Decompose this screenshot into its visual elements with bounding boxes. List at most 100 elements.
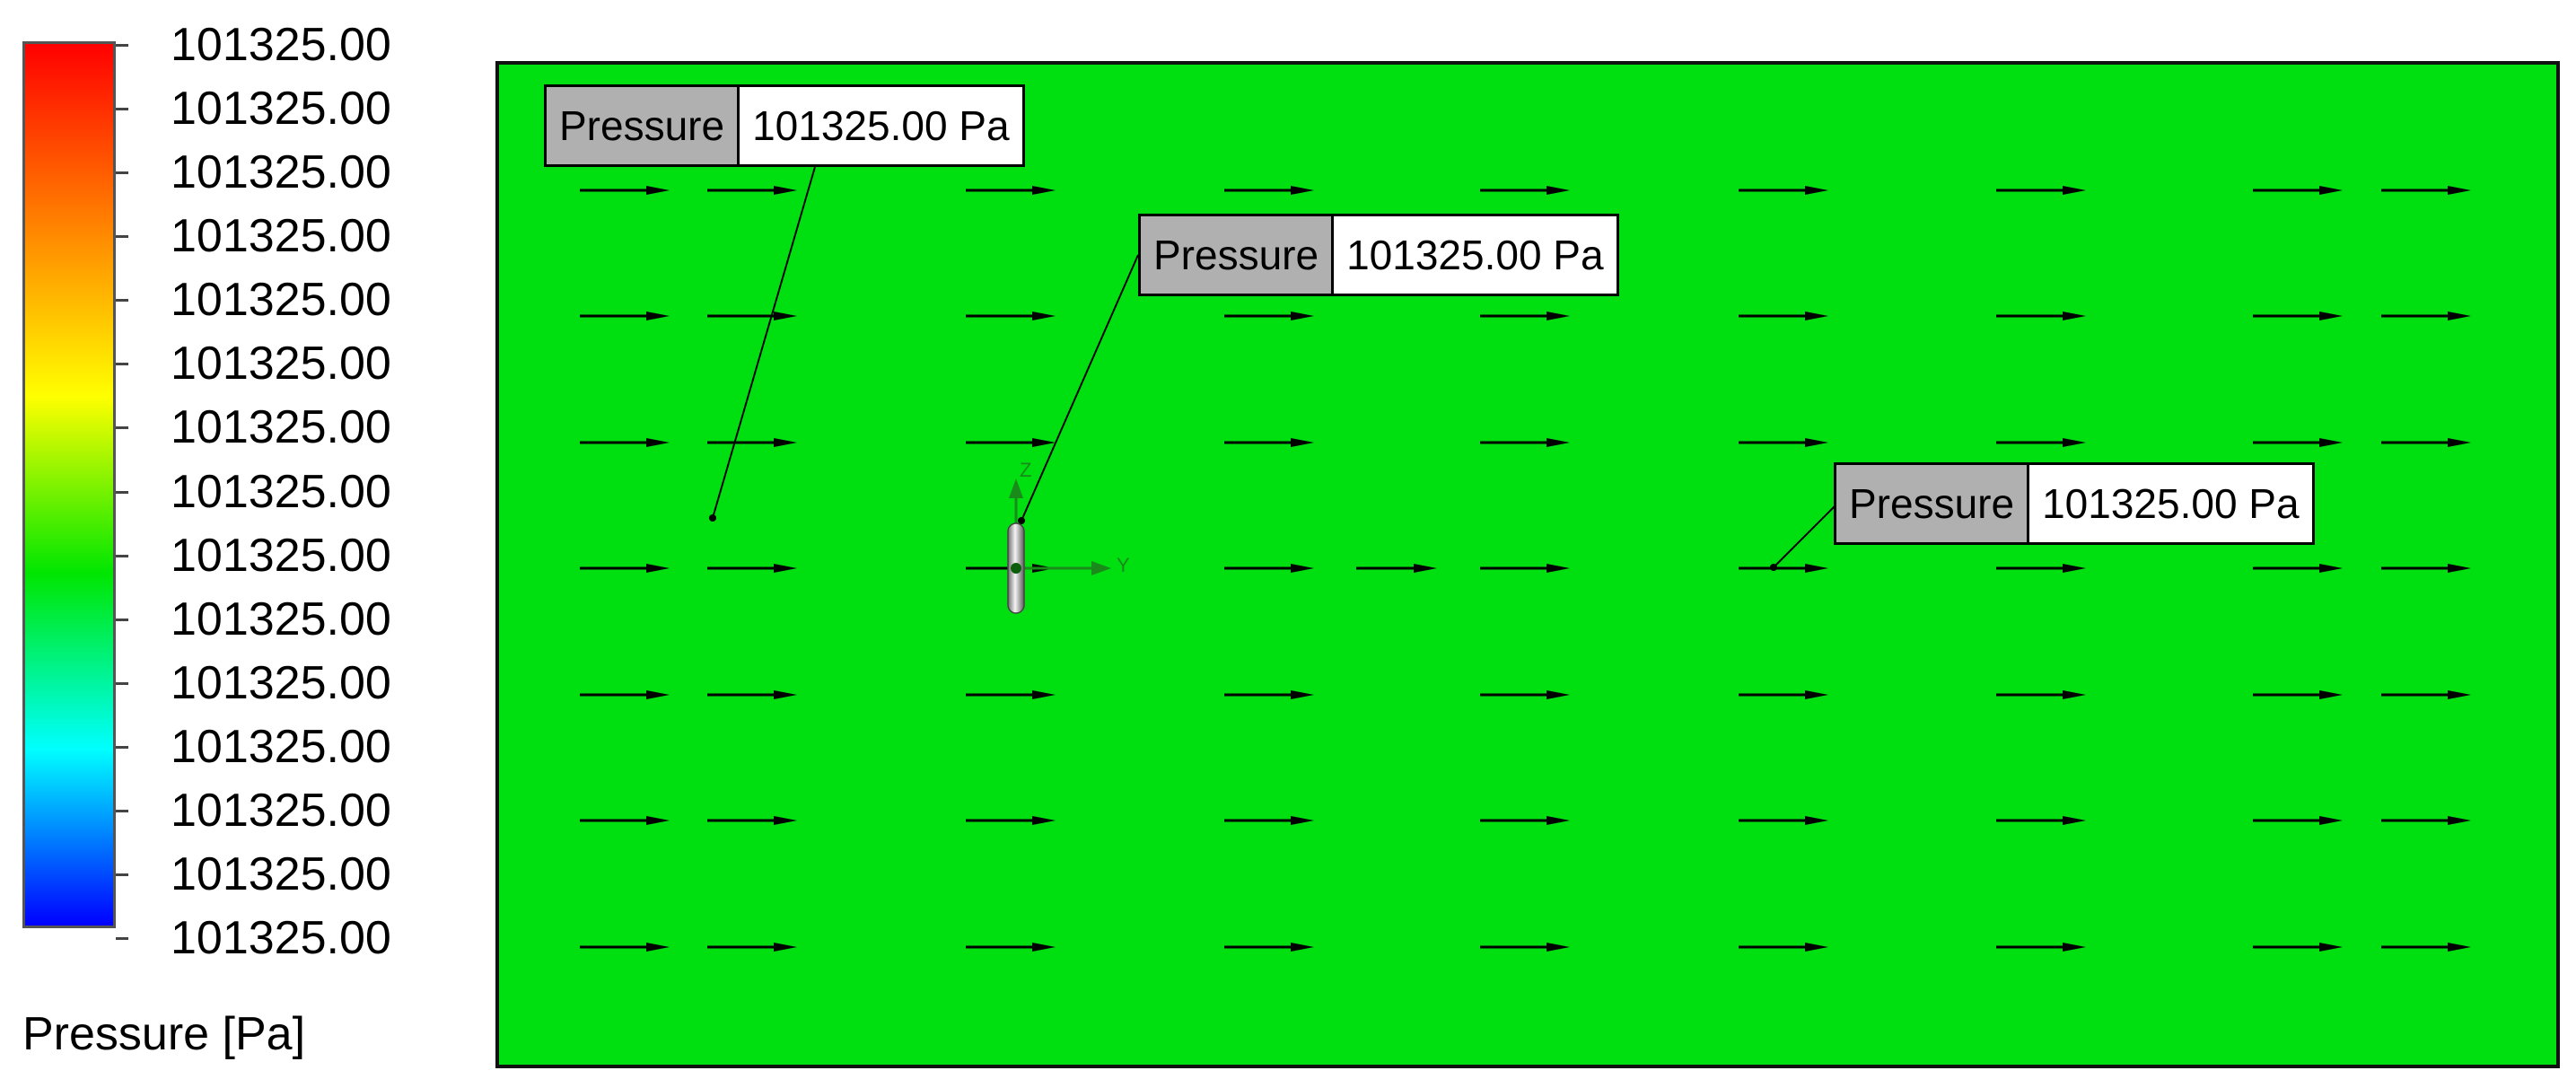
probe-leader-line	[712, 166, 816, 519]
velocity-vector	[1480, 186, 1570, 195]
velocity-vector	[2381, 816, 2471, 825]
velocity-vector	[707, 816, 797, 825]
probe-name: Pressure	[1836, 465, 2030, 542]
legend-tick	[116, 490, 128, 494]
velocity-vector	[2253, 564, 2343, 573]
velocity-vector	[707, 564, 797, 573]
legend-label: 101325.00	[171, 847, 391, 900]
velocity-vector	[2381, 943, 2471, 952]
velocity-vector	[2381, 564, 2471, 573]
velocity-vector	[1739, 816, 1828, 825]
velocity-vector	[966, 311, 1056, 320]
legend-label: 101325.00	[171, 338, 391, 390]
probe-value: 101325.00 Pa	[2029, 465, 2312, 542]
velocity-vector	[707, 943, 797, 952]
velocity-vector	[1480, 816, 1570, 825]
legend-label: 101325.00	[171, 912, 391, 964]
velocity-vector	[707, 311, 797, 320]
velocity-vector	[2381, 311, 2471, 320]
pressure-probe-2[interactable]: Pressure 101325.00 Pa	[1138, 214, 1619, 296]
pressure-probe-1[interactable]: Pressure 101325.00 Pa	[544, 84, 1025, 167]
velocity-vector	[1996, 943, 2086, 952]
velocity-vector	[1739, 564, 1828, 573]
velocity-vector	[2253, 690, 2343, 699]
coordinate-triad: ZY	[1009, 459, 1130, 576]
probe-point	[1018, 517, 1025, 524]
probe-value: 101325.00 Pa	[740, 87, 1022, 164]
velocity-vector	[1224, 186, 1314, 195]
velocity-vector	[1480, 438, 1570, 447]
velocity-vector	[2253, 311, 2343, 320]
velocity-vector	[1739, 943, 1828, 952]
velocity-vector	[1739, 186, 1828, 195]
legend-label: 101325.00	[171, 656, 391, 709]
legend-label: 101325.00	[171, 146, 391, 199]
legend-tick	[116, 681, 128, 685]
velocity-vector	[966, 186, 1056, 195]
legend-label: 101325.00	[171, 19, 391, 71]
probe-name: Pressure	[1141, 216, 1335, 294]
triad-z-label: Z	[1020, 459, 1031, 481]
velocity-vector	[1480, 564, 1570, 573]
velocity-vector	[1224, 690, 1314, 699]
legend-label: 101325.00	[171, 720, 391, 773]
legend-tick	[116, 426, 128, 430]
velocity-vector	[1996, 438, 2086, 447]
velocity-vector	[966, 943, 1056, 952]
velocity-vector	[1224, 943, 1314, 952]
velocity-vector	[2253, 943, 2343, 952]
velocity-vector	[966, 816, 1056, 825]
velocity-vectors	[580, 186, 2471, 952]
probe-point	[709, 514, 716, 522]
velocity-vector	[2381, 186, 2471, 195]
probe-leader-line	[1773, 504, 1837, 568]
velocity-vector	[1996, 186, 2086, 195]
legend-label: 101325.00	[171, 83, 391, 136]
legend-tick	[116, 299, 128, 303]
velocity-vector	[1739, 438, 1828, 447]
velocity-vector	[2253, 438, 2343, 447]
velocity-vector	[966, 690, 1056, 699]
velocity-vector	[2381, 690, 2471, 699]
velocity-vector	[1996, 690, 2086, 699]
velocity-vector	[1996, 564, 2086, 573]
legend-tick	[116, 44, 128, 47]
velocity-vector	[1480, 311, 1570, 320]
velocity-vector	[1480, 690, 1570, 699]
velocity-vector	[1996, 311, 2086, 320]
velocity-vector	[1224, 816, 1314, 825]
legend-title: Pressure [Pa]	[22, 1008, 306, 1060]
velocity-vector	[1224, 438, 1314, 447]
legend-tick	[116, 554, 128, 557]
velocity-vector	[580, 564, 670, 573]
velocity-vector	[1480, 943, 1570, 952]
velocity-vector	[2253, 816, 2343, 825]
legend-tick	[116, 745, 128, 749]
velocity-vector	[1224, 311, 1314, 320]
velocity-vector	[2381, 438, 2471, 447]
probe-value: 101325.00 Pa	[1334, 216, 1617, 294]
legend-label: 101325.00	[171, 529, 391, 582]
velocity-vector	[1996, 816, 2086, 825]
velocity-vector	[2253, 186, 2343, 195]
velocity-vector	[707, 438, 797, 447]
legend-tick	[116, 363, 128, 366]
pressure-probe-3[interactable]: Pressure 101325.00 Pa	[1834, 462, 2315, 545]
legend-color-bar	[22, 41, 116, 928]
velocity-vector	[580, 186, 670, 195]
legend-tick	[116, 235, 128, 239]
legend-label: 101325.00	[171, 465, 391, 518]
legend-tick	[116, 809, 128, 812]
probe-name: Pressure	[547, 87, 740, 164]
legend-label: 101325.00	[171, 592, 391, 645]
velocity-vector	[1739, 311, 1828, 320]
probe-body-icon	[1007, 522, 1025, 614]
velocity-vector	[707, 690, 797, 699]
legend-tick	[116, 873, 128, 876]
velocity-vector	[580, 438, 670, 447]
legend-tick	[116, 618, 128, 621]
probe-leader-lines	[709, 166, 1837, 571]
probe-point	[1770, 564, 1777, 571]
velocity-vector	[1356, 564, 1437, 573]
